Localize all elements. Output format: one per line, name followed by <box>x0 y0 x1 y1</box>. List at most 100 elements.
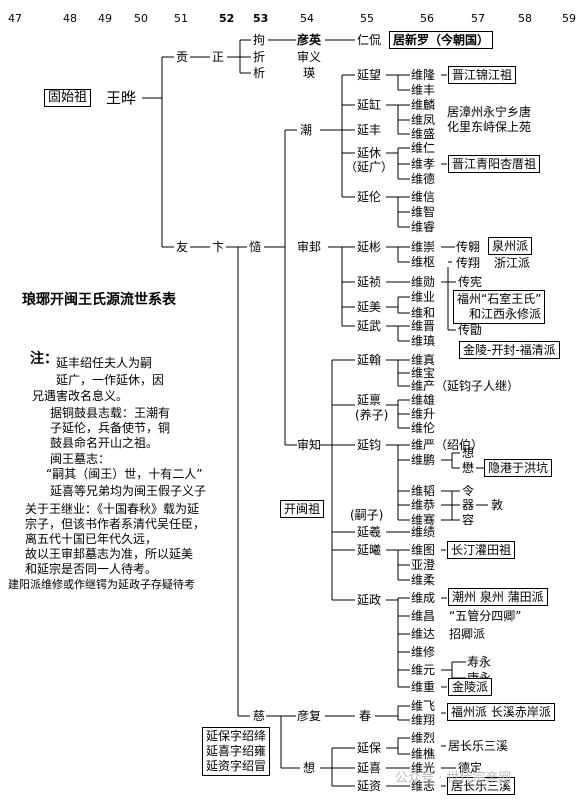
node-yanying: 彦英 <box>297 33 322 47</box>
box-jinlingpai: 金陵派 <box>448 678 493 696</box>
node-weiji: 维绩 <box>411 525 436 539</box>
notes-line-2: 延广，一作延休，因 <box>56 373 165 387</box>
notes-heading: 注： <box>30 351 58 367</box>
node-weizhi2: 维志 <box>411 779 436 793</box>
node-weida: 维达 <box>411 627 436 641</box>
node-yanwu: 延武 <box>357 319 382 333</box>
node-weipeng: 维鹏 <box>411 453 436 467</box>
node-mao: 懋 <box>462 461 475 475</box>
node-weicheng: 维成 <box>411 591 436 605</box>
gen-58: 58 <box>518 12 532 25</box>
box-silla: 居新罗（今朝国） <box>389 31 494 49</box>
node-chuanxun: 传勖 <box>458 323 483 337</box>
node-weisheng2: 维升 <box>411 407 436 421</box>
gen-57: 57 <box>471 12 485 25</box>
node-weitao: 维韬 <box>411 484 436 498</box>
note-zhangzhou-2: 化里东峙保上苑 <box>447 120 532 134</box>
gen-54: 54 <box>300 12 314 25</box>
notes-line-11: 宗子，但该书作者系清代吴任臣， <box>25 517 206 531</box>
node-weilun: 维伦 <box>411 421 436 435</box>
node-renkan: 仁侃 <box>357 33 382 47</box>
node-weirui: 维睿 <box>411 220 436 234</box>
node-yanwang: 延望 <box>357 68 382 82</box>
node-gong: 贡 <box>176 50 189 64</box>
node-weichong: 维崇 <box>411 240 436 254</box>
box-fuzhou-line1: 福州“石室王氏” <box>457 292 542 306</box>
node-yanguang: （延广） <box>345 160 394 174</box>
node-weichang: 维昌 <box>411 609 436 623</box>
chart-title: 琅琊开闽王氏源流世系表 <box>22 292 176 308</box>
node-shouyong: 寿永 <box>467 655 492 669</box>
node-shenbang: 审邽 <box>297 240 322 254</box>
node-yanzheng2: 延政 <box>357 593 382 607</box>
notes-line-5: 子延伦，兵备使节，铜 <box>50 421 171 435</box>
node-ying: 瑛 <box>303 66 316 80</box>
note-zhejiang: 浙江派 <box>494 256 531 270</box>
adopted-son-1: 延保字绍绛 <box>206 729 267 743</box>
node-yanhong: 延缸 <box>357 98 382 112</box>
node-dun: 敦 <box>491 498 504 512</box>
node-weiguang: 维光 <box>411 761 436 775</box>
node-weigong: 维恭 <box>411 498 436 512</box>
notes-line-3: 兄遇害改名息义。 <box>32 389 129 403</box>
adopted-son-3: 延资字绍冒 <box>206 759 267 773</box>
box-changting: 长汀灌田祖 <box>447 541 516 559</box>
notes-line-4: 据铜鼓县志载：王潮有 <box>50 406 171 420</box>
node-chao: 潮 <box>300 123 313 137</box>
node-yanfu: 彦复 <box>297 709 322 723</box>
root-ancestor-box: 固始祖 <box>44 89 92 107</box>
node-yacheng: 亚澄 <box>411 558 436 572</box>
node-chuangao: 传翱 <box>456 240 481 254</box>
box-fuzhoupai: 福州派 长溪赤岸派 <box>447 703 555 721</box>
node-weixiu: 维修 <box>411 645 436 659</box>
note-zhangzhou-1: 居漳州永宁乡唐 <box>447 105 532 119</box>
node-weichong2: 维重 <box>411 680 436 694</box>
node-weixuan: 维骞 <box>411 513 436 527</box>
node-yangzi: (养子) <box>355 408 389 422</box>
node-yanxi2: 延喜 <box>357 761 382 775</box>
node-chuanxiang: 传翔 <box>456 256 481 270</box>
node-chun: 春 <box>359 709 372 723</box>
node-xi: 析 <box>253 66 266 80</box>
node-yanxi: 延羲 <box>357 525 382 539</box>
node-weilie: 维烈 <box>411 731 436 745</box>
box-jinjiang: 晋江锦江祖 <box>448 66 517 84</box>
notes-line-13: 故以王审邽墓志为准，所以延美 <box>25 547 194 561</box>
node-weilin: 维麟 <box>411 98 436 112</box>
notes-line-8: “嗣其（闽王）世，十有二人” <box>46 467 203 481</box>
node-zheng: 正 <box>212 50 225 64</box>
node-yanbin: 延彬 <box>357 240 382 254</box>
gen-50: 50 <box>134 12 148 25</box>
gen-48: 48 <box>63 12 77 25</box>
note-zhaoqing: 招卿派 <box>449 627 486 641</box>
gen-49: 49 <box>98 12 112 25</box>
box-kaimin: 开闽祖 <box>280 500 325 518</box>
notes-line-10: 关于王继业：《十国春秋》载为延 <box>25 502 200 516</box>
node-weiqiao: 维樵 <box>411 747 436 761</box>
notes-line-15: 建阳派维修或作继锷为延政子存疑待考 <box>8 578 195 591</box>
notes-line-9: 延喜等兄弟均为闽王假子义子 <box>50 484 207 498</box>
notes-line-12: 离五代十国已年代久远， <box>25 532 158 546</box>
node-weizhen2: 维真 <box>411 353 436 367</box>
node-weixiang: 维翔 <box>411 713 436 727</box>
adopted-son-2: 延喜字绍雍 <box>206 744 267 758</box>
node-weifeng: 维丰 <box>411 83 436 97</box>
node-zao: 慥 <box>249 240 262 254</box>
box-fuzhou: 福州“石室王氏” 和江西永修派 <box>453 290 546 324</box>
node-you: 友 <box>176 240 189 254</box>
node-weixiong: 维雄 <box>411 393 436 407</box>
node-xia: 卞 <box>212 240 225 254</box>
node-zhe: 折 <box>253 50 266 64</box>
gen-47: 47 <box>8 12 22 25</box>
node-rong: 容 <box>462 513 475 527</box>
node-yanbing: 延禀 <box>357 393 382 407</box>
box-chaozhou: 潮州 泉州 蒲田派 <box>448 588 548 606</box>
notes-line-7: 闽王墓志： <box>50 452 111 466</box>
gen-51: 51 <box>174 12 188 25</box>
box-honghang: 隐港于洪坑 <box>484 459 553 477</box>
node-weijin: 维晋 <box>411 319 436 333</box>
node-weixun: 维勋 <box>411 275 436 289</box>
node-weiye: 维业 <box>411 290 436 304</box>
node-weisheng: 维盛 <box>411 127 436 141</box>
node-weiyan: 维产（延钧子人继） <box>411 379 520 393</box>
